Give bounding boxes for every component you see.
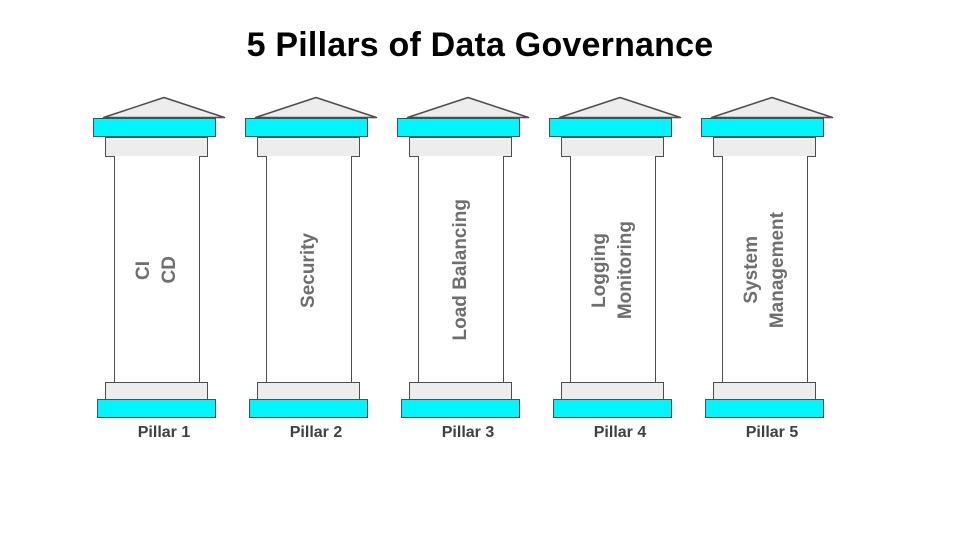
pillar-abacus (701, 118, 824, 137)
pillar-5[interactable]: System Management Pillar 5 (696, 96, 848, 456)
pillar-abacus (245, 118, 368, 137)
pillar-plinth (249, 399, 368, 418)
pillar-shaft (418, 156, 504, 384)
pediment-icon (406, 96, 530, 119)
pediment-icon (254, 96, 378, 119)
pillar-caption: Pillar 4 (593, 424, 647, 441)
pillar-abacus (93, 118, 216, 137)
pillar-plinth (705, 399, 824, 418)
pillar-plinth (97, 399, 216, 418)
pillar-caption: Pillar 1 (137, 424, 191, 441)
pillar-2[interactable]: Security Pillar 2 (240, 96, 392, 456)
pillar-caption: Pillar 5 (745, 424, 799, 441)
pillar-abacus (549, 118, 672, 137)
pediment-icon (558, 96, 682, 119)
pillar-plinth (401, 399, 520, 418)
page-title: 5 Pillars of Data Governance (246, 26, 714, 64)
pillar-capital (561, 137, 664, 157)
pediment-icon (710, 96, 834, 119)
pillar-4[interactable]: Logging Monitoring Pillar 4 (544, 96, 696, 456)
pillars-row: CI CD Pillar 1 Security Pillar 2 (0, 96, 960, 456)
pillar-shaft (570, 156, 656, 384)
pillar-capital (713, 137, 816, 157)
pillar-3[interactable]: Load Balancing Pillar 3 (392, 96, 544, 456)
pillar-plinth (553, 399, 672, 418)
pillar-capital (257, 137, 360, 157)
pillar-caption: Pillar 2 (289, 424, 343, 441)
pillar-shaft (266, 156, 352, 384)
pillar-capital (409, 137, 512, 157)
pillar-shaft (114, 156, 200, 384)
pillar-shaft (722, 156, 808, 384)
pediment-icon (102, 96, 226, 119)
pillar-1[interactable]: CI CD Pillar 1 (88, 96, 240, 456)
pillar-caption: Pillar 3 (441, 424, 495, 441)
pillar-abacus (397, 118, 520, 137)
pillar-capital (105, 137, 208, 157)
